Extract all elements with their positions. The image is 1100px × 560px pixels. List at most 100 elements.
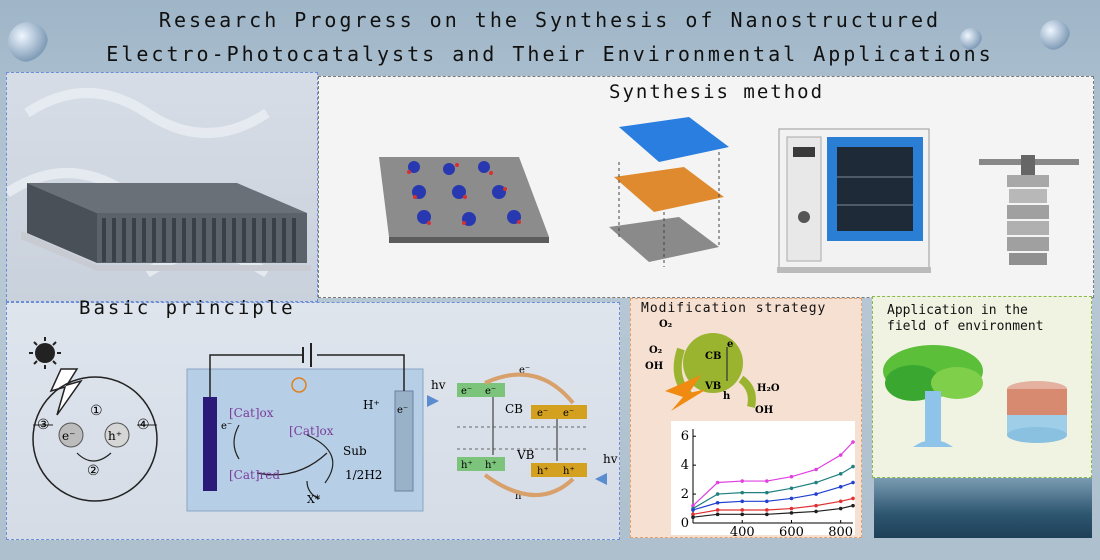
series-point-5	[851, 503, 855, 508]
cell-electron-left-label: e⁻	[221, 421, 232, 432]
page-title-line-2: Electro-Photocatalysts and Their Environ…	[106, 42, 994, 66]
sub-label: Sub	[343, 444, 367, 458]
series-point-5	[740, 512, 745, 517]
nanotube-array-panel	[4, 72, 318, 302]
series-point-4	[715, 508, 720, 512]
series-point-1	[691, 503, 695, 508]
electrochemical-cell-diagram: e⁻ [Cat]ox [Cat]ox [Cat]red X* H⁺ e⁻ Sub…	[186, 343, 424, 512]
circle-step-4-label: ④	[137, 417, 150, 433]
series-line-1	[692, 441, 854, 507]
h2o-label: H₂O	[757, 383, 780, 394]
mod-e-label: e	[727, 339, 733, 350]
vb-label: VB	[516, 448, 535, 462]
series-point-1	[851, 440, 855, 444]
layered-surface-illustration	[609, 117, 729, 267]
band-structure-diagram: hv e⁻ e⁻ e⁻ e⁻ e⁻ CB VB h⁺ h⁺ h⁺ h⁺ h⁺ h…	[427, 365, 618, 502]
series-point-3	[814, 492, 818, 496]
vb-right-hole-1: h⁺	[537, 466, 549, 477]
series-point-1	[814, 467, 818, 472]
series-point-4	[765, 508, 769, 512]
circle-electron-label: e⁻	[62, 429, 75, 443]
photocatalysis-circle-diagram: e⁻ h⁺ ① ② ③ ④	[29, 337, 158, 502]
series-point-3	[691, 508, 695, 512]
band-electron-label: e⁻	[519, 365, 530, 376]
application-heading-line-1: Application in the	[887, 303, 1028, 318]
series-point-1	[789, 474, 794, 479]
series-point-2	[814, 480, 818, 485]
cb-left-electron-2: e⁻	[485, 386, 496, 397]
water-photo	[874, 478, 1092, 538]
half-h2-label: 1/2H2	[345, 468, 382, 482]
porous-material-illustration	[1007, 381, 1067, 443]
series-point-2	[765, 490, 769, 495]
synthesis-method-heading: Synthesis method	[609, 81, 825, 103]
drying-oven-illustration	[777, 128, 931, 273]
x-tick-label: 800	[828, 525, 853, 537]
series-point-4	[789, 506, 794, 511]
series-point-4	[814, 503, 818, 508]
synthesis-method-panel: Synthesis method	[318, 76, 1094, 298]
series-point-5	[814, 509, 818, 514]
oh-left-label: OH	[645, 361, 663, 372]
modification-strategy-heading: Modification strategy	[641, 301, 827, 316]
cat-ox-left-label: [Cat]ox	[229, 406, 274, 420]
circle-hole-label: h⁺	[108, 429, 122, 443]
circle-step-2-label: ②	[87, 463, 100, 479]
line-chart: 0 2 4 6 400 600 800	[681, 429, 855, 537]
mod-h-label: h	[723, 391, 731, 402]
basic-principle-panel: Basic principle e⁻ h⁺ ① ② ③ ④	[6, 297, 620, 540]
series-point-3	[838, 485, 843, 489]
series-point-5	[789, 511, 794, 515]
series-point-5	[691, 515, 695, 520]
h-plus-label: H⁺	[363, 398, 380, 412]
basic-principle-heading: Basic principle	[79, 297, 296, 319]
mod-cb-label: CB	[705, 351, 721, 362]
background-bubble	[960, 28, 982, 50]
substrate-with-nanoparticles-illustration	[379, 157, 549, 243]
hv-right-label: hv	[603, 452, 618, 466]
series-point-2	[851, 464, 855, 469]
autoclave-reactor-illustration	[979, 155, 1079, 265]
series-point-4	[851, 496, 855, 501]
series-line-2	[692, 466, 854, 510]
vb-left-hole-2: h⁺	[485, 460, 497, 471]
series-point-3	[740, 499, 745, 504]
page-title-line-1: Research Progress on the Synthesis of Na…	[158, 8, 942, 32]
background-bubble	[1040, 20, 1070, 50]
series-point-1	[838, 453, 843, 457]
oh-right-label: OH	[755, 405, 773, 416]
cell-electron-right-label: e⁻	[397, 405, 408, 416]
series-point-3	[765, 499, 769, 504]
series-point-2	[789, 486, 794, 491]
cb-right-electron-2: e⁻	[563, 408, 574, 419]
vb-left-hole-1: h⁺	[461, 460, 473, 471]
background-bubble	[8, 22, 48, 62]
hv-left-label: hv	[431, 378, 446, 392]
series-point-4	[691, 512, 695, 517]
series-point-1	[765, 479, 769, 483]
series-point-5	[838, 506, 843, 511]
modification-strategy-diagram: O₂ O₂ OH CB VB e h H₂O OH	[645, 319, 780, 416]
series-point-3	[789, 496, 794, 501]
x-tick-label: 600	[779, 525, 804, 537]
series-line-4	[692, 497, 854, 515]
modification-strategy-panel: Modification strategy O₂ O₂ OH CB VB e h…	[630, 298, 862, 538]
series-point-3	[715, 500, 720, 505]
application-illustration	[883, 345, 1067, 447]
y-tick-label: 0	[681, 516, 689, 531]
cb-label: CB	[505, 402, 523, 416]
mod-vb-label: VB	[704, 381, 721, 392]
series-point-5	[715, 512, 720, 517]
synthesis-method-illustrations	[379, 117, 1079, 273]
cat-red-label: [Cat]red	[229, 468, 280, 482]
series-line-5	[692, 505, 854, 518]
x-tick-label: 400	[730, 525, 755, 537]
series-point-4	[838, 499, 843, 504]
y-tick-label: 4	[681, 458, 689, 473]
cb-right-electron-1: e⁻	[537, 408, 548, 419]
y-tick-label: 6	[681, 429, 689, 444]
tree-illustration	[883, 345, 983, 447]
y-tick-label: 2	[681, 487, 689, 502]
application-panel: Application in the field of environment	[872, 296, 1092, 478]
series-point-3	[851, 480, 855, 485]
